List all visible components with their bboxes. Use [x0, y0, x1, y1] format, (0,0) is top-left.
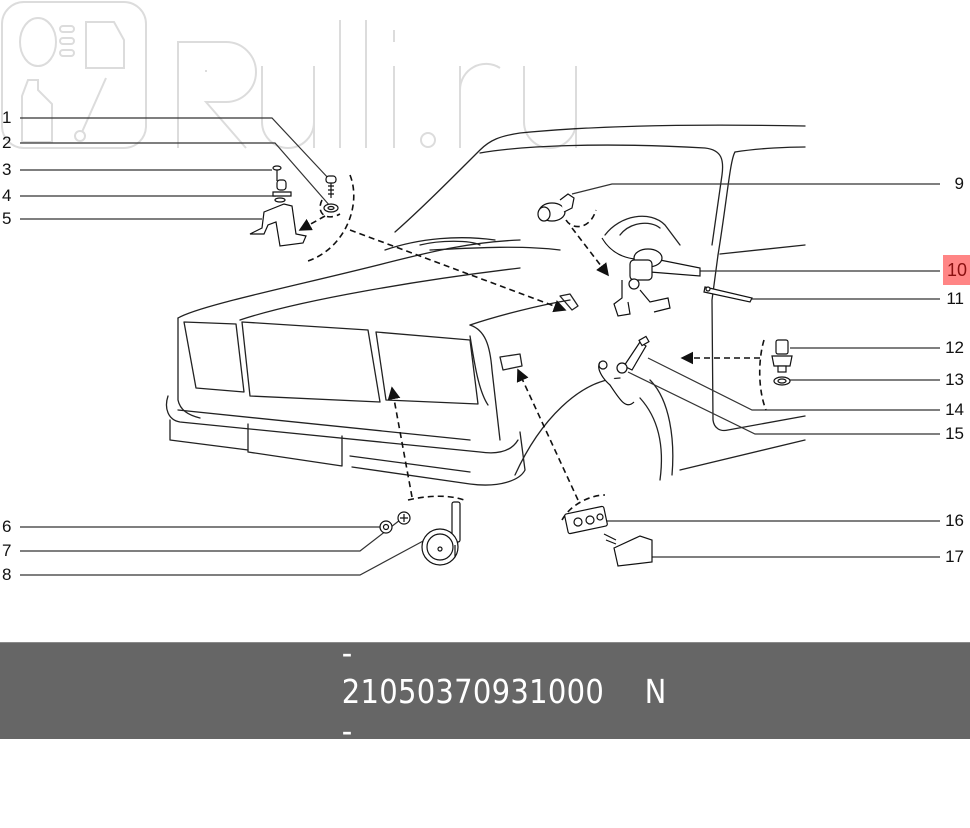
callout-5[interactable]: 5 [2, 209, 12, 228]
callout-7[interactable]: 7 [2, 541, 12, 560]
part-3-screw [272, 165, 282, 181]
part-8-horn [421, 501, 461, 566]
part-10-ignition-switch [601, 237, 701, 317]
part-13-seal-ring [773, 376, 791, 386]
position-number: 10 [341, 749, 380, 789]
part-12-pressure-switch [771, 339, 793, 373]
part-14-sensor [623, 335, 650, 371]
part-9-ignition-lock [537, 193, 575, 222]
callout-12[interactable]: 12 [945, 338, 964, 357]
callout-4[interactable]: 4 [2, 186, 12, 205]
parts-diagram: 1 2 3 4 5 6 7 8 9 10 11 12 13 14 15 16 1… [1, 1, 970, 584]
part-5-bracket [249, 203, 307, 247]
separator: - [341, 632, 353, 672]
callout-6[interactable]: 6 [2, 517, 12, 536]
callout-11[interactable]: 11 [946, 289, 964, 308]
part-1-screw [325, 175, 337, 198]
callout-3[interactable]: 3 [2, 160, 12, 179]
callout-17[interactable]: 17 [945, 547, 964, 566]
dashed-arrows [298, 174, 767, 521]
footer-caption: LADA - 21050370931000 N - 10 [304, 555, 667, 828]
callout-14[interactable]: 14 [945, 400, 964, 419]
part-11-key [703, 286, 753, 303]
part-4-switch [272, 179, 292, 203]
leader-lines-right [571, 183, 940, 558]
part-number: 21050370931000 [341, 671, 604, 711]
part-7-washer [397, 511, 411, 525]
position-label: N [644, 671, 667, 711]
callout-15[interactable]: 15 [945, 424, 964, 443]
callout-1[interactable]: 1 [2, 108, 12, 127]
part-2-washer [323, 203, 339, 213]
callout-8[interactable]: 8 [2, 565, 12, 584]
part-15-nut [616, 362, 628, 374]
part-17-repeater-lamp [603, 533, 653, 567]
callout-16[interactable]: 16 [945, 511, 964, 530]
callout-10-highlighted[interactable]: 10 [942, 255, 970, 285]
part-6-nut [379, 520, 393, 534]
car-line-drawing [20, 117, 940, 576]
callout-2[interactable]: 2 [2, 133, 12, 152]
callout-9[interactable]: 9 [954, 174, 964, 193]
footer-caption-bar: LADA - 21050370931000 N - 10 [0, 594, 970, 789]
position-separator: - [341, 710, 353, 750]
part-16-side-repeater [564, 505, 608, 535]
part-ground-lead [598, 360, 635, 406]
parts [249, 165, 793, 567]
leader-lines-left [20, 117, 426, 576]
brand-name: LADA [341, 593, 422, 633]
callout-13[interactable]: 13 [945, 370, 964, 389]
car-body [165, 124, 806, 486]
